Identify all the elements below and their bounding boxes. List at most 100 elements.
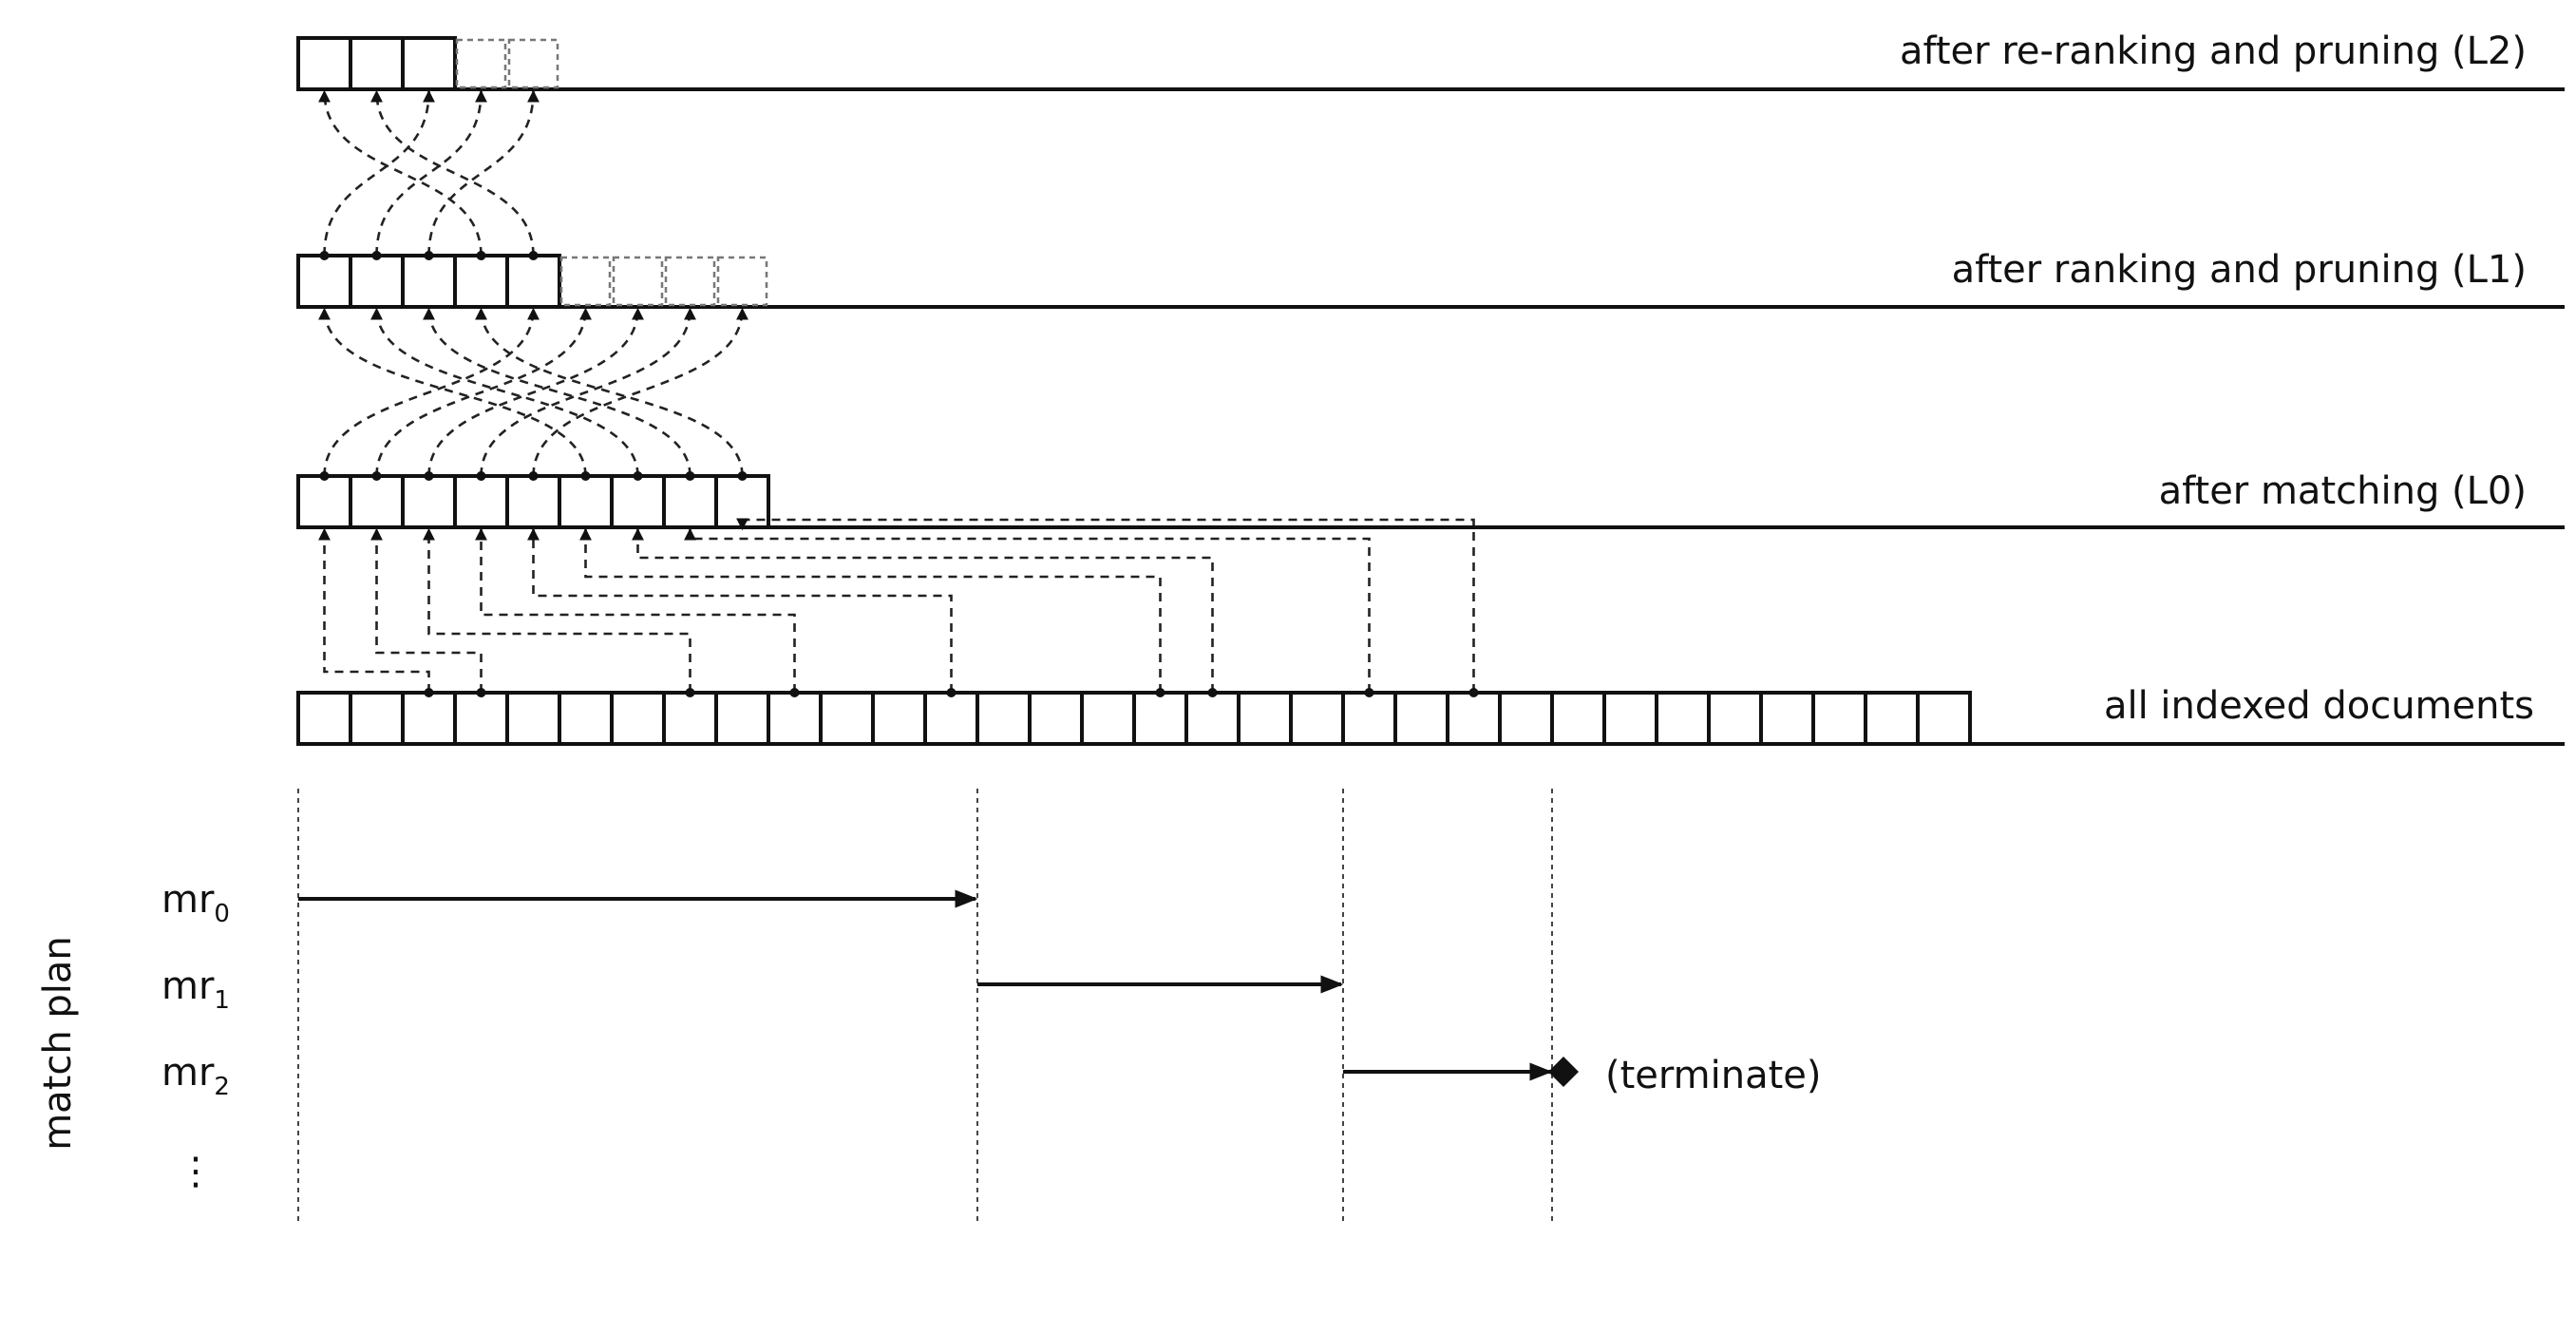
all-doc-box-30	[1864, 691, 1920, 746]
l1-source-dot-2	[424, 251, 434, 260]
all-doc-box-18	[1237, 691, 1293, 746]
connectors	[318, 89, 1479, 697]
mr0-label: mr0	[161, 878, 230, 928]
all-doc-box-21	[1393, 691, 1449, 746]
l0-to-l1-connector-0	[318, 307, 587, 477]
l1-to-l2-connector-2	[323, 89, 435, 257]
all-doc-box-13	[975, 691, 1032, 746]
l1-to-l2-connector-4	[427, 89, 540, 257]
all-doc-box-28	[1759, 691, 1815, 746]
l1-doc-box-5	[559, 256, 612, 307]
matched-doc-dot-6	[1207, 688, 1218, 697]
l0-source-dot-5	[580, 471, 591, 481]
l1-doc-box-7	[664, 256, 716, 307]
l2-doc-box-4	[507, 38, 559, 89]
all-doc-box-9	[767, 691, 823, 746]
l1-doc-box-4	[505, 254, 561, 309]
all-doc-box-16	[1132, 691, 1188, 746]
all-doc-box-8	[714, 691, 770, 746]
l1-source-dot-0	[319, 251, 330, 260]
l0-label: after matching (L0)	[2159, 469, 2527, 513]
mr1-base: mr	[161, 964, 215, 1008]
terminate-diamond	[1548, 1057, 1579, 1087]
all-doc-box-12	[923, 691, 979, 746]
l1-doc-box-8	[716, 256, 768, 307]
all-doc-box-19	[1289, 691, 1345, 746]
l0-doc-box-7	[662, 474, 718, 529]
l1-doc-box-2	[401, 254, 457, 309]
mr1-label: mr1	[161, 964, 230, 1015]
all-doc-box-6	[610, 691, 666, 746]
mr2-label: mr2	[161, 1051, 230, 1101]
all-doc-box-11	[871, 691, 927, 746]
l0-to-l1-connector-2	[423, 307, 691, 477]
l1-doc-box-1	[349, 254, 405, 309]
l0-source-dot-4	[528, 471, 539, 481]
all-doc-box-2	[401, 691, 457, 746]
matched-doc-dot-5	[1155, 688, 1165, 697]
match-plan-title: match plan	[36, 936, 80, 1151]
matched-doc-dot-3	[789, 688, 800, 697]
l0-source-dot-7	[685, 471, 695, 481]
all-doc-box-3	[453, 691, 509, 746]
l0-to-l1-connector-5	[375, 307, 592, 477]
all-doc-box-0	[296, 691, 352, 746]
all-doc-box-7	[662, 691, 718, 746]
all-doc-box-1	[349, 691, 405, 746]
mr2-base: mr	[161, 1051, 215, 1095]
l1-doc-box-0	[296, 254, 352, 309]
l0-doc-box-2	[401, 474, 457, 529]
l0-to-l1-connector-3	[475, 307, 744, 477]
document-boxes	[296, 36, 1972, 746]
all-doc-box-25	[1602, 691, 1658, 746]
l1-to-l2-connector-0	[318, 89, 483, 257]
match-connector-7	[684, 527, 1371, 693]
mr0-base: mr	[161, 878, 215, 922]
all-doc-box-20	[1341, 691, 1397, 746]
match-connector-2	[423, 527, 691, 693]
l0-doc-box-1	[349, 474, 405, 529]
all-doc-box-24	[1550, 691, 1606, 746]
all-doc-box-29	[1811, 691, 1867, 746]
all-doc-box-23	[1498, 691, 1554, 746]
l0-doc-box-0	[296, 474, 352, 529]
matched-doc-dot-0	[424, 688, 434, 697]
l0-source-dot-8	[737, 471, 748, 481]
all-doc-box-17	[1184, 691, 1241, 746]
all-doc-box-15	[1080, 691, 1136, 746]
l2-label: after re-ranking and pruning (L2)	[1900, 29, 2527, 73]
all-doc-box-14	[1028, 691, 1084, 746]
match-connector-1	[370, 527, 483, 693]
l0-source-dot-6	[633, 471, 643, 481]
l0-doc-box-4	[505, 474, 561, 529]
match-connector-3	[475, 527, 796, 693]
match-connector-6	[632, 527, 1214, 693]
l0-to-l1-connector-7	[480, 307, 696, 477]
l0-source-dot-1	[371, 471, 382, 481]
all-doc-box-4	[505, 691, 561, 746]
l1-label: after ranking and pruning (L1)	[1952, 248, 2527, 292]
match-connector-4	[527, 527, 953, 693]
l0-to-l1-connector-8	[532, 307, 748, 477]
match-connector-8	[736, 518, 1475, 693]
all-docs-label: all indexed documents	[2104, 684, 2534, 728]
match-plan	[297, 789, 1579, 1224]
all-doc-box-26	[1655, 691, 1711, 746]
l0-to-l1-connector-1	[370, 307, 639, 477]
l1-source-dot-1	[371, 251, 382, 260]
l1-source-dot-3	[476, 251, 486, 260]
mr1-sub: 1	[214, 986, 230, 1015]
l1-doc-box-3	[453, 254, 509, 309]
match-connector-5	[579, 527, 1162, 693]
mr2-sub: 2	[214, 1073, 230, 1101]
all-doc-box-22	[1446, 691, 1502, 746]
terminate-label: (terminate)	[1605, 1054, 1821, 1097]
l2-doc-box-1	[349, 36, 405, 91]
l0-to-l1-connector-4	[323, 307, 540, 477]
l0-doc-box-3	[453, 474, 509, 529]
matched-doc-dot-2	[685, 688, 695, 697]
l1-doc-box-6	[612, 256, 664, 307]
all-doc-box-31	[1916, 691, 1972, 746]
all-doc-box-10	[819, 691, 875, 746]
